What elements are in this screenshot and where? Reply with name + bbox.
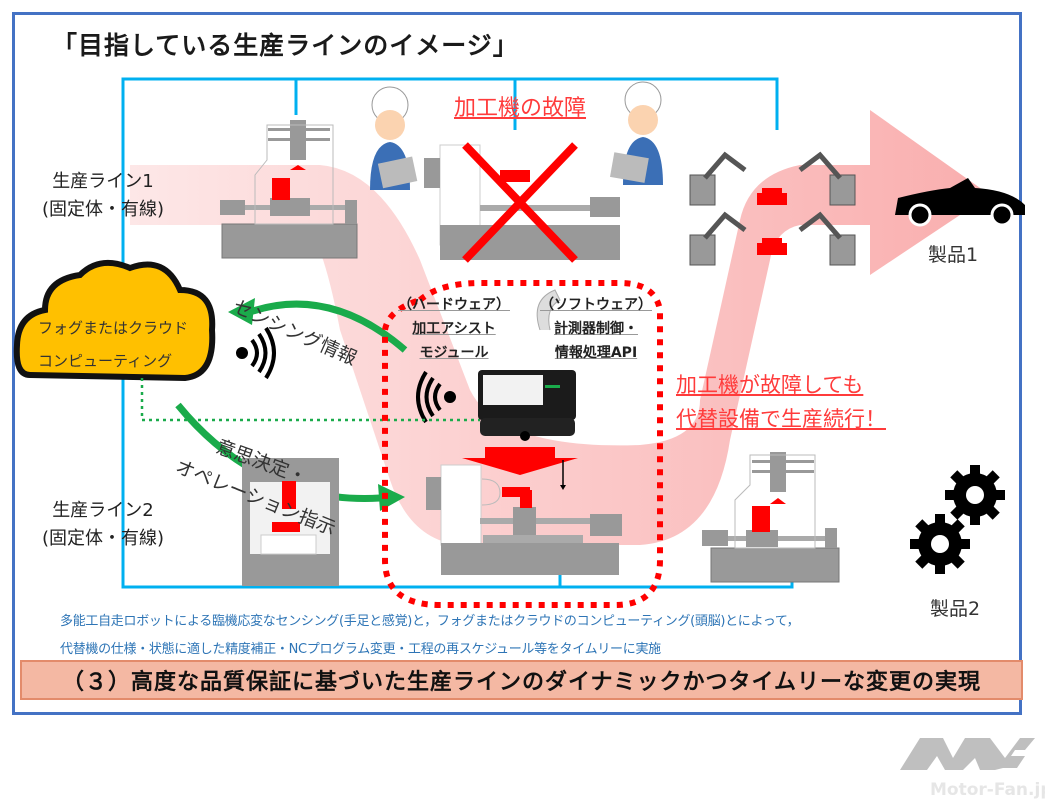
data-link-dotted-line <box>140 378 480 422</box>
hardware-line2: モジュール <box>419 345 489 361</box>
motor-fan-logo-icon <box>900 738 1035 770</box>
software-line1: 計測器制御・ <box>554 321 638 337</box>
wireless-signal-icon-robot <box>416 370 456 424</box>
gears-icon <box>910 465 1005 574</box>
production-line-2-label: 生産ライン2 (固定体・有線) <box>42 497 164 553</box>
cloud-label-line1: フォグまたはクラウド <box>38 319 189 337</box>
description-note-line2: 代替機の仕様・状態に適した精度補正・NCプログラム変更・工程の再スケジュール等を… <box>60 642 661 657</box>
software-line2: 情報処理API <box>554 345 638 361</box>
continue-line2: 代替設備で生産続行！ <box>676 407 886 431</box>
line-subtitle: (固定体・有線) <box>42 199 165 220</box>
worker-with-tablet-left <box>370 86 418 190</box>
watermark-text: Motor-Fan.jp <box>930 780 1045 800</box>
car-icon <box>895 178 1025 227</box>
description-note-line1: 多能工自走ロボットによる臨機応変なセンシング(手足と感覚)と，フォグまたはクラウ… <box>60 614 800 629</box>
worker-with-tablet-right <box>610 81 663 185</box>
deploy-down-arrow-icon <box>462 447 578 490</box>
software-module-label: （ソフトウェア） 計測器制御・ 情報処理API <box>540 293 652 365</box>
hardware-module-label: （ハードウェア） 加工アシスト モジュール <box>398 293 510 365</box>
robot-arm-cell <box>689 151 856 266</box>
continue-production-message: 加工機が故障しても 代替設備で生産続行！ <box>676 368 886 436</box>
hardware-header: （ハードウェア） <box>398 297 510 313</box>
line-name: 生産ライン1 <box>52 171 154 192</box>
product-2-label: 製品2 <box>930 598 981 620</box>
milling-machine-line1 <box>220 120 358 259</box>
failed-lathe-machine <box>424 144 620 260</box>
substitute-lathe-machine <box>426 464 622 575</box>
machine-fault-label: 加工機の故障 <box>454 96 587 121</box>
cloud-label: フォグまたはクラウド コンピューティング <box>38 312 188 378</box>
failure-x-mark-icon <box>462 142 578 263</box>
diagram-title: 「目指している生産ラインのイメージ」 <box>52 31 519 60</box>
product-1-label: 製品1 <box>928 244 979 266</box>
robot-scope-dotted-boundary <box>382 280 663 608</box>
line-name: 生産ライン2 <box>52 500 154 521</box>
continue-line1: 加工機が故障しても <box>676 373 864 397</box>
wireless-signal-icon-cloud <box>236 326 276 380</box>
mobile-robot-image <box>478 289 576 441</box>
hardware-line1: 加工アシスト <box>412 321 496 337</box>
summary-banner: （３）高度な品質保証に基づいた生産ラインのダイナミックかつタイムリーな変更の実現 <box>20 660 1023 700</box>
software-header: （ソフトウェア） <box>540 297 652 313</box>
line-subtitle: (固定体・有線) <box>42 528 165 549</box>
cloud-computing-icon <box>13 259 216 382</box>
vertical-machine-line2 <box>242 458 339 586</box>
milling-machine-line2 <box>702 452 840 583</box>
production-line-1-label: 生産ライン1 (固定体・有線) <box>42 168 164 224</box>
sensing-info-arrow <box>228 298 408 353</box>
cloud-label-line2: コンピューティング <box>38 352 173 370</box>
